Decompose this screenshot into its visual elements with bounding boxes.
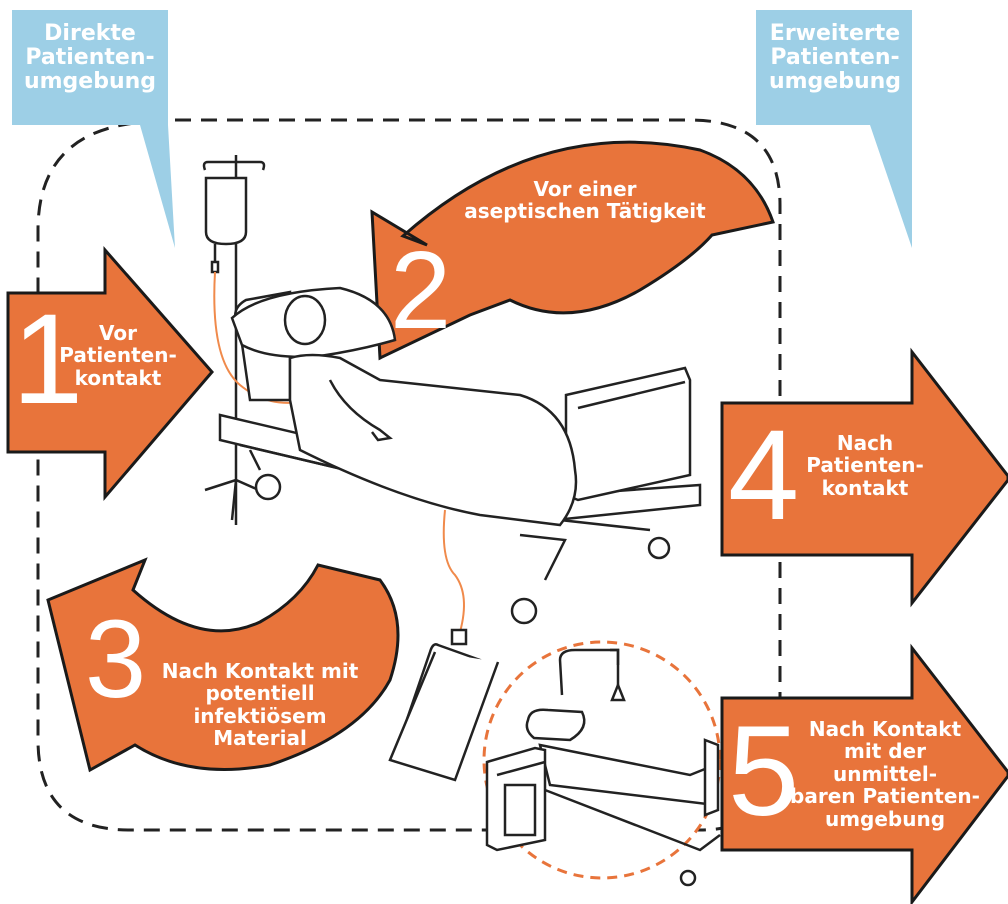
moment-5-number: 5 (728, 700, 800, 843)
extended-zone-label: Erweiterte Patienten- umgebung (760, 21, 910, 95)
moment-5-label: Nach Kontakt mit der unmittel- baren Pat… (790, 718, 980, 830)
moment-2-number: 2 (390, 229, 452, 352)
iv-drip-stand-icon (202, 155, 271, 525)
moment-3-label: Nach Kontakt mit potentiell infektiösem … (140, 660, 380, 750)
moment-1-number: 1 (12, 288, 84, 431)
moment-3-line: Material (213, 726, 307, 751)
drainage-bag-icon (388, 628, 500, 782)
moment-1-arrow (6, 246, 214, 502)
moment-2-line: Vor einer (533, 177, 637, 201)
moment-2-line: aseptischen Tätigkeit (464, 199, 706, 224)
patient-icon (230, 286, 578, 527)
moment-3-line: Nach Kontakt mit (161, 659, 359, 683)
moment-4-line: kontakt (821, 475, 909, 500)
direct-zone-callout (12, 10, 175, 248)
moment-1-label: Vor Patienten- kontakt (58, 321, 178, 390)
moment-3-number: 3 (85, 598, 147, 721)
moment-4-number: 4 (728, 404, 800, 547)
direct-zone-label: Direkte Patienten- umgebung (20, 21, 160, 95)
extended-zone-callout (756, 10, 912, 248)
moment-2-label: Vor einer aseptischen Tätigkeit (460, 178, 710, 223)
extended-zone-line: Patienten- (770, 45, 900, 71)
moment-1-line: Vor (99, 321, 137, 345)
direct-zone-line: Patienten- (25, 45, 155, 71)
moment-4-arrow (720, 347, 1008, 608)
moment-4-line: Nach (836, 431, 894, 455)
moment-5-line: umgebung (824, 806, 946, 831)
moment-5-line: Nach Kontakt (808, 717, 962, 741)
moment-3-arrow (46, 557, 400, 773)
moment-4-label: Nach Patienten- kontakt (795, 431, 935, 500)
moment-2-arrow (370, 140, 775, 361)
direct-zone-line: Direkte (44, 21, 136, 46)
patient-zone-boundary (36, 118, 782, 832)
moment-4-line: Patienten- (806, 453, 924, 478)
moment-3-line: potentiell infektiösem (193, 681, 327, 728)
direct-zone-line: umgebung (23, 69, 157, 95)
moment-1-line: Patienten- (59, 343, 177, 368)
moment-5-line: baren Patienten- (790, 784, 980, 809)
neighbour-room (482, 640, 722, 887)
extended-zone-line: umgebung (768, 69, 902, 95)
bedside-cabinet-icon (485, 746, 547, 852)
drain-tube (442, 509, 465, 633)
moment-5-line: mit der unmittel- (832, 739, 937, 786)
extended-zone-line: Erweiterte (769, 21, 901, 46)
empty-bed-icon (525, 648, 721, 887)
moment-1-line: kontakt (74, 365, 162, 390)
moment-5-arrow (720, 643, 1008, 904)
